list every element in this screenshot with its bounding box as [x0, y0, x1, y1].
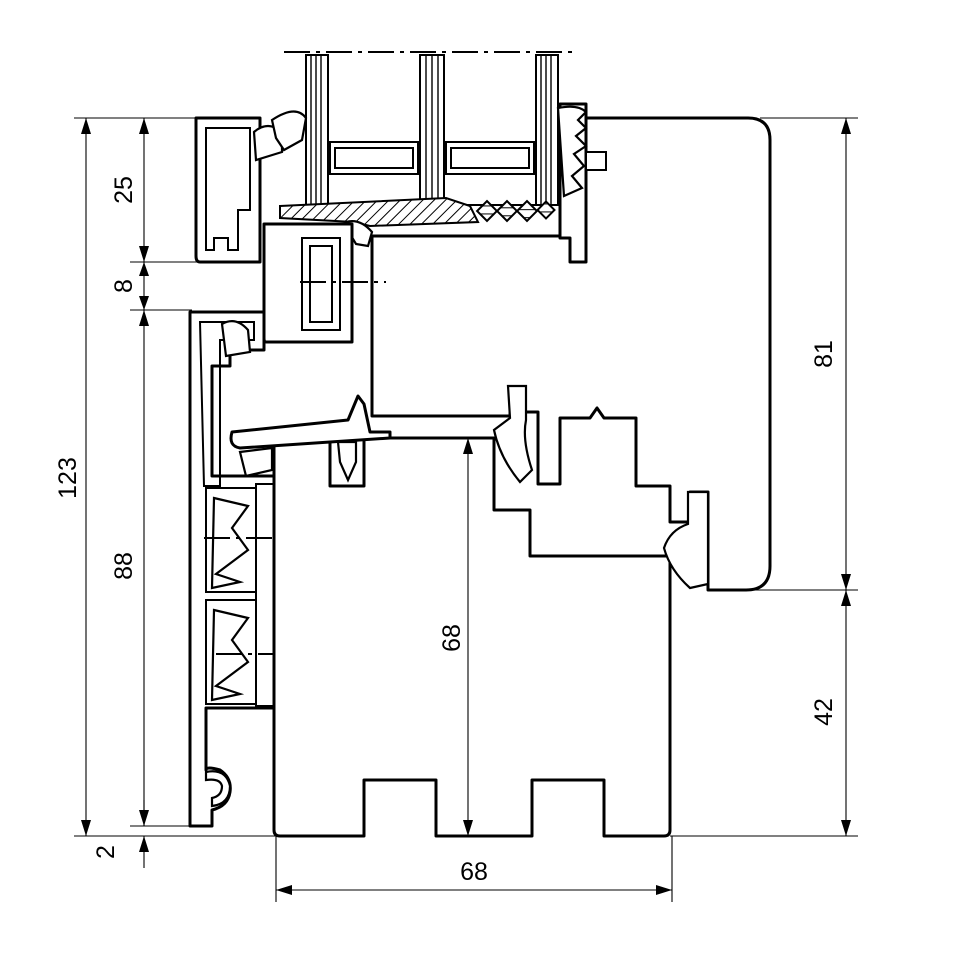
- cladding-upper-inner: [205, 127, 251, 251]
- frame-groove-gasket: [336, 440, 358, 483]
- frame-weather-bar: [229, 394, 392, 450]
- dim-label-sash-height: 81: [810, 340, 838, 368]
- spacer-bars: [306, 141, 558, 206]
- hardware-channel: [204, 483, 298, 707]
- center-seal-lower: [662, 490, 710, 590]
- center-seal-upper: [492, 384, 534, 484]
- frame-body: [272, 436, 672, 838]
- dim-label-bottom-offset: 2: [92, 845, 120, 859]
- dim-label-frame-depth-vertical: 68: [438, 624, 466, 652]
- frame-weather-gasket: [238, 446, 274, 478]
- glass-pane-left: [305, 54, 329, 206]
- dim-label-gap: 8: [110, 279, 138, 293]
- glass-edge-seals: [475, 199, 556, 223]
- sash-glazing-pin: [585, 151, 607, 171]
- frame-inner-insert-core: [309, 245, 333, 323]
- glazing-gasket-right: [556, 105, 588, 198]
- dim-label-total-height: 123: [54, 457, 82, 499]
- glazing-unit: [284, 51, 578, 206]
- dimension-lines: [74, 117, 858, 902]
- dim-label-frame-depth-horizontal: 68: [460, 858, 488, 886]
- glass-pane-right: [535, 54, 559, 206]
- frame-drip-hook: [204, 770, 232, 808]
- dim-label-upper-rebate: 25: [110, 176, 138, 204]
- cladding-clip-mid: [220, 319, 252, 358]
- cladding-lower-inner: [198, 321, 255, 487]
- glass-pane-center: [419, 54, 445, 206]
- frame-cladding-upper: [194, 116, 262, 264]
- dim-label-sash-overlap: 42: [810, 698, 838, 726]
- glass-setting-block: [279, 196, 480, 228]
- dim-label-frame-height: 88: [110, 552, 138, 580]
- glazing-gasket-left: [270, 110, 308, 152]
